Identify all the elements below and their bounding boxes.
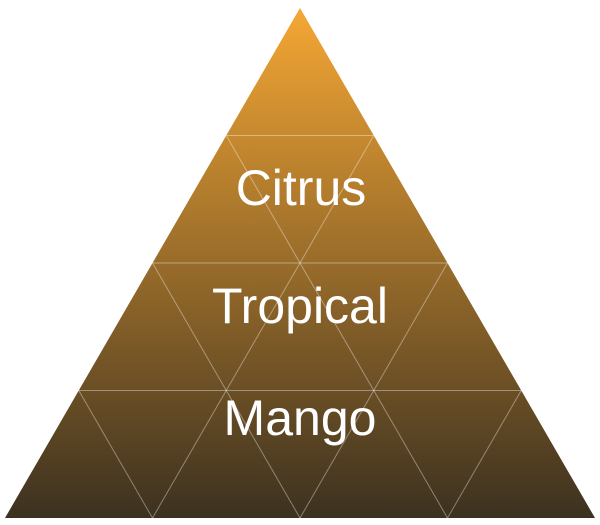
grid-line xyxy=(5,8,301,518)
tier-label-citrus: Citrus xyxy=(236,160,367,216)
tier-label-mango: Mango xyxy=(224,390,377,446)
grid-line xyxy=(0,0,448,518)
grid-line xyxy=(152,8,595,518)
pyramid-shape xyxy=(5,8,595,518)
tier-label-tropical: Tropical xyxy=(212,278,388,334)
grid-line xyxy=(299,8,595,518)
